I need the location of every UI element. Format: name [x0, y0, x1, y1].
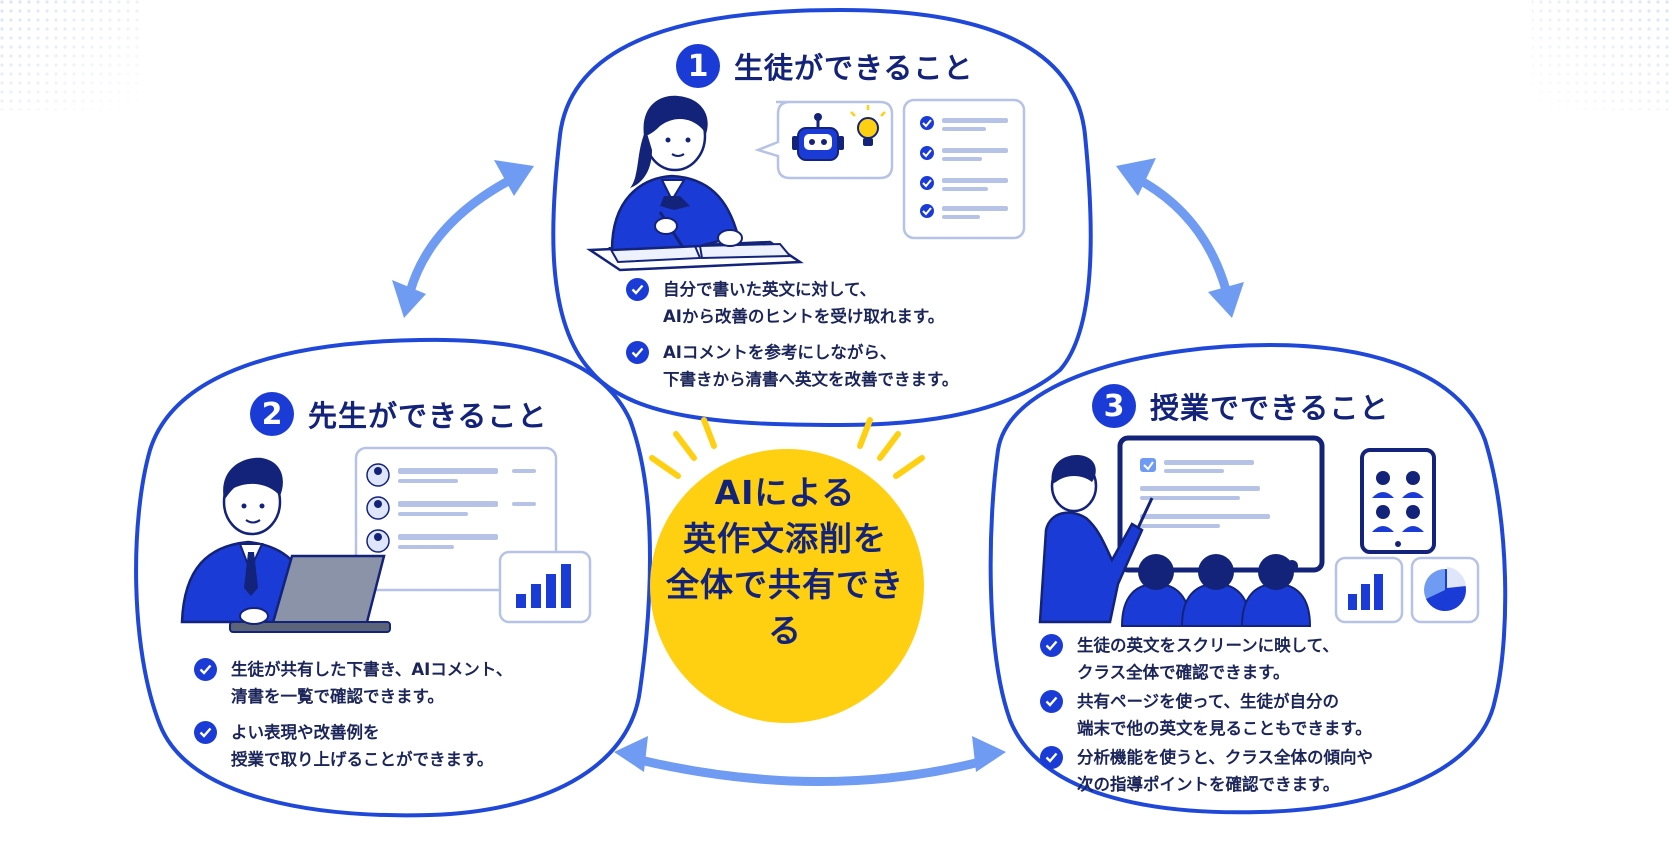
bullet-text: AIコメントを参考にしながら、 下書きから清書へ英文を改善できます。 [663, 343, 959, 389]
lightbulb-icon [850, 105, 886, 146]
robot-bubble [754, 100, 894, 180]
bullet-text: 生徒が共有した下書き、AIコメント、 清書を一覧で確認できます。 [231, 660, 513, 706]
check-circle-icon [626, 278, 649, 301]
teacher-presenting-illustration [1038, 455, 1154, 624]
list-item: 生徒が共有した下書き、AIコメント、 清書を一覧で確認できます。 [194, 656, 512, 710]
center-line: AIによる [714, 473, 856, 512]
panel-title-text: 生徒ができること [734, 51, 974, 85]
panel-student-title: 1 生徒ができること [676, 44, 973, 88]
center-message: AIによる 英作文添削を 全体で共有できる [660, 470, 910, 654]
check-circle-icon [1040, 634, 1063, 657]
list-item: よい表現や改善例を 授業で取り上げることができます。 [194, 719, 512, 773]
bullet-text: 分析機能を使うと、クラス全体の傾向や 次の指導ポイントを確認できます。 [1077, 748, 1374, 794]
bullet-text: 自分で書いた英文に対して、 AIから改善のヒントを受け取れます。 [663, 280, 945, 326]
bullet-text: 生徒の英文をスクリーンに映して、 クラス全体で確認できます。 [1077, 636, 1339, 682]
check-circle-icon [194, 658, 217, 681]
panel-class-title: 3 授業でできること [1092, 384, 1389, 428]
panel-title-text: 授業でできること [1150, 391, 1390, 425]
tablet-icon [1360, 448, 1436, 554]
robot-icon [792, 113, 844, 161]
panel-number-badge: 3 [1092, 384, 1136, 428]
arrow-left [392, 160, 534, 318]
center-line: 英作文添削を [683, 519, 887, 558]
list-item: 分析機能を使うと、クラス全体の傾向や 次の指導ポイントを確認できます。 [1040, 744, 1373, 798]
checklist-icon [902, 98, 1026, 240]
screen-icon [1117, 435, 1325, 573]
panel-title-text: 先生ができること [308, 399, 548, 433]
center-line: 全体で共有できる [666, 565, 904, 650]
arrow-bottom [614, 736, 1006, 786]
panel-class-bullets: 生徒の英文をスクリーンに映して、 クラス全体で確認できます。 共有ページを使って… [1040, 632, 1373, 807]
teacher-laptop-illustration [180, 457, 391, 633]
decorative-dots-right [1532, 0, 1672, 110]
panel-teacher-title: 2 先生ができること [250, 392, 547, 436]
bullet-text: よい表現や改善例を 授業で取り上げることができます。 [231, 723, 494, 769]
panel-number-badge: 1 [676, 44, 720, 88]
check-circle-icon [626, 341, 649, 364]
students-audience-illustration [1120, 554, 1312, 627]
bullet-text: 共有ページを使って、生徒が自分の 端末で他の英文を見ることもできます。 [1077, 692, 1372, 738]
panel-number-badge: 2 [250, 392, 294, 436]
list-item: 自分で書いた英文に対して、 AIから改善のヒントを受け取れます。 [626, 276, 958, 330]
center-burst [649, 417, 925, 479]
pie-chart-icon [1410, 556, 1480, 624]
check-circle-icon [1040, 690, 1063, 713]
center-circle [650, 449, 924, 723]
panel-student-bullets: 自分で書いた英文に対して、 AIから改善のヒントを受け取れます。 AIコメントを… [626, 276, 958, 402]
arrow-right [1116, 158, 1244, 318]
bar-chart-icon [498, 550, 592, 624]
decorative-dots-left [0, 0, 140, 110]
list-item: 生徒の英文をスクリーンに映して、 クラス全体で確認できます。 [1040, 632, 1373, 686]
list-item: AIコメントを参考にしながら、 下書きから清書へ英文を改善できます。 [626, 339, 958, 393]
student-writing-illustration [586, 95, 804, 272]
list-item: 共有ページを使って、生徒が自分の 端末で他の英文を見ることもできます。 [1040, 688, 1373, 742]
check-circle-icon [194, 721, 217, 744]
cycle-arrows [392, 158, 1244, 786]
bar-chart-icon [1334, 556, 1404, 624]
check-circle-icon [1040, 746, 1063, 769]
student-list-icon [354, 446, 558, 592]
panel-teacher-bullets: 生徒が共有した下書き、AIコメント、 清書を一覧で確認できます。 よい表現や改善… [194, 656, 512, 782]
